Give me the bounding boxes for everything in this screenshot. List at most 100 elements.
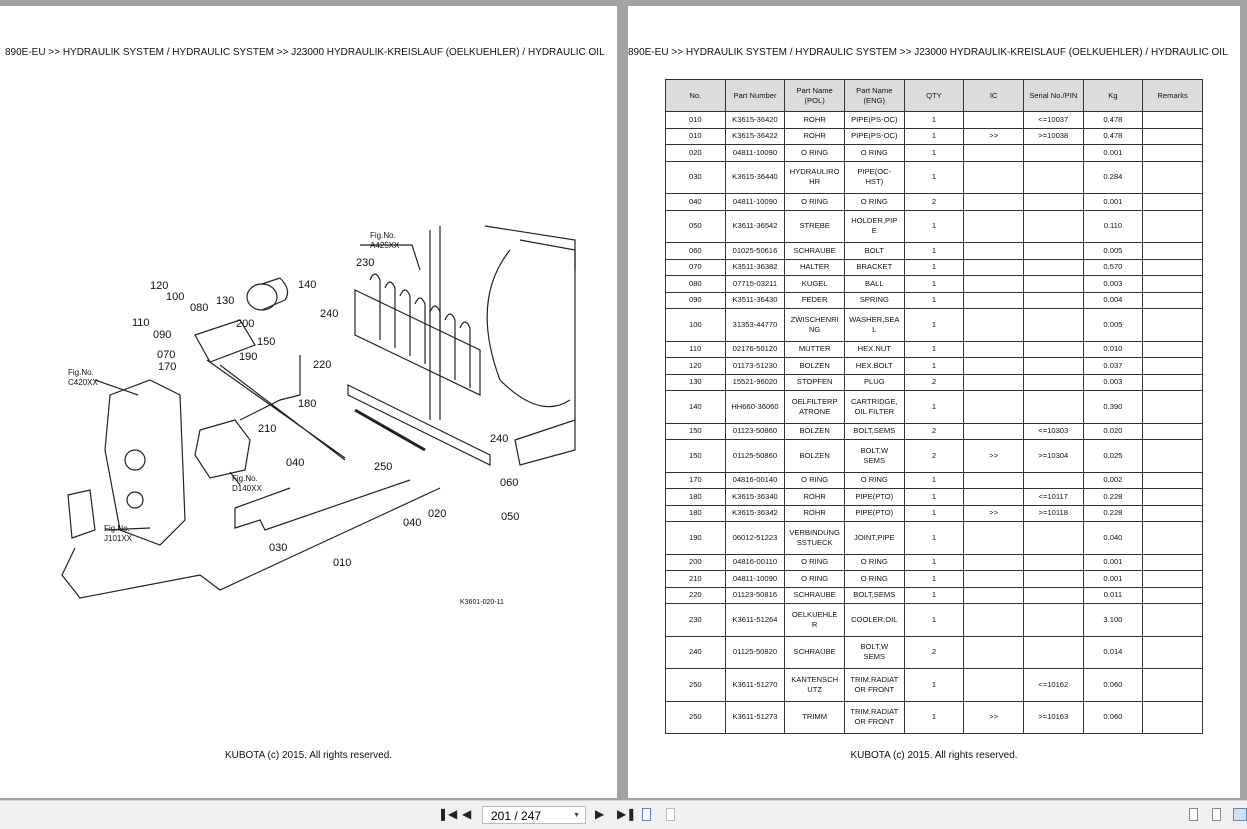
table-cell: K3611-51270 (724, 668, 786, 702)
table-cell (1142, 291, 1203, 309)
table-cell: 1 (903, 521, 965, 555)
table-cell (1142, 422, 1203, 440)
table-cell (1142, 308, 1203, 342)
table-cell: HEX.BOLT (843, 357, 905, 375)
table-cell: 1 (903, 471, 965, 489)
table-cell (1142, 193, 1203, 211)
figure-reference: A425XX (370, 241, 400, 250)
table-cell: 1 (903, 291, 965, 309)
table-cell: HYDRAULIRO HR (784, 160, 845, 194)
callout-label: 210 (258, 423, 276, 435)
table-cell: 0.005 (1082, 242, 1144, 260)
callout-label: 060 (500, 477, 518, 489)
two-page-view-icon[interactable] (1233, 808, 1247, 821)
table-cell (1142, 471, 1203, 489)
table-cell: 0.040 (1082, 521, 1144, 555)
table-cell: K3615-36440 (724, 160, 786, 194)
figure-reference: D140XX (232, 484, 262, 493)
table-cell: BALL (843, 275, 905, 293)
column-header: IC (963, 79, 1024, 112)
table-cell: PLUG (843, 373, 905, 391)
table-cell (963, 275, 1024, 293)
table-cell: 3.100 (1082, 603, 1144, 637)
callout-label: 100 (166, 291, 184, 303)
table-cell: O RING (843, 144, 905, 162)
table-cell: 010 (665, 111, 726, 129)
table-cell (1142, 570, 1203, 588)
table-cell (963, 488, 1024, 506)
table-cell (1022, 275, 1084, 293)
callout-label: 170 (158, 361, 176, 373)
table-cell: BOLT,W SEMS (843, 439, 905, 473)
table-cell: HALTER (784, 258, 845, 276)
table-cell: 1 (903, 340, 965, 358)
continuous-view-icon[interactable] (1212, 808, 1221, 821)
table-cell (963, 242, 1024, 260)
fit-width-icon[interactable] (666, 808, 675, 821)
figure-id: K3601-020-11 (460, 599, 504, 606)
table-cell: 1 (903, 357, 965, 375)
table-cell: 01173-51230 (724, 357, 786, 375)
table-cell: 020 (665, 144, 726, 162)
table-cell: 0.025 (1082, 439, 1144, 473)
table-cell: 1 (903, 570, 965, 588)
table-cell (1142, 258, 1203, 276)
table-cell: 0.001 (1082, 553, 1144, 571)
callout-label: 010 (333, 557, 351, 569)
table-cell: STREBE (784, 209, 845, 243)
table-cell (1022, 340, 1084, 358)
page-selector[interactable]: 201 / 247 ▼ (482, 806, 586, 824)
table-cell: BOLT,SEMS (843, 586, 905, 604)
callout-label: 050 (501, 511, 519, 523)
single-page-view-icon[interactable] (1189, 808, 1198, 821)
table-cell (963, 586, 1024, 604)
table-cell (963, 373, 1024, 391)
last-page-button[interactable]: ▶❚ (617, 807, 637, 821)
first-page-button[interactable]: ❚◀ (438, 807, 458, 821)
table-cell (963, 340, 1024, 358)
column-header: Part Name (ENG) (843, 79, 905, 112)
table-cell: 04816-00140 (724, 471, 786, 489)
table-cell: 0.003 (1082, 373, 1144, 391)
table-cell: >=10038 (1022, 127, 1084, 145)
callout-label: 110 (132, 317, 150, 329)
table-cell: 04811-10090 (724, 193, 786, 211)
table-cell: 07715-03211 (724, 275, 786, 293)
page-left: 890E-EU >> HYDRAULIK SYSTEM / HYDRAULIC … (0, 6, 617, 798)
figure-reference: Fig.No. (370, 231, 396, 240)
table-cell: 1 (903, 111, 965, 129)
column-header: Serial No./PIN (1022, 79, 1084, 112)
next-page-button[interactable]: ▶ (595, 807, 605, 821)
table-cell: HH660-36060 (724, 390, 786, 424)
previous-page-button[interactable]: ◀ (462, 807, 472, 821)
table-cell: 2 (903, 373, 965, 391)
table-cell (1022, 144, 1084, 162)
fit-page-icon[interactable] (642, 808, 651, 821)
figure-reference: Fig.No. (104, 524, 130, 533)
table-cell: K3511-36382 (724, 258, 786, 276)
table-cell: 1 (903, 127, 965, 145)
table-cell: HEX.NUT (843, 340, 905, 358)
table-cell (1022, 193, 1084, 211)
table-cell: BOLT,W SEMS (843, 635, 905, 669)
callout-label: 020 (428, 508, 446, 520)
table-cell (963, 521, 1024, 555)
table-cell: KANTENSCH UTZ (784, 668, 845, 702)
table-cell: >> (963, 504, 1024, 522)
table-cell (963, 471, 1024, 489)
table-cell: 0.003 (1082, 275, 1144, 293)
